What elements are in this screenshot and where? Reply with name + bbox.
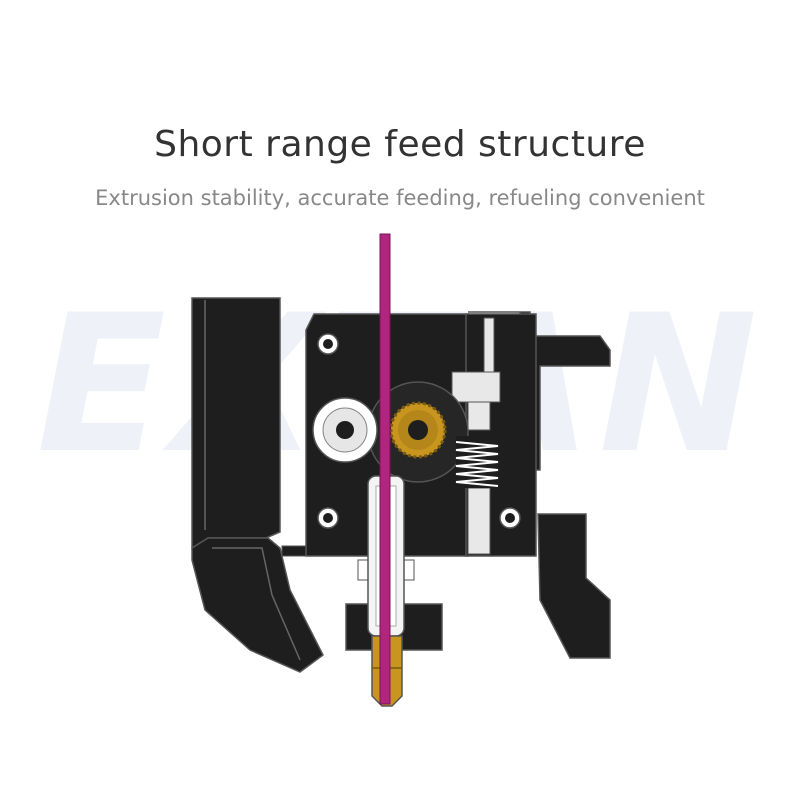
tension-spring-icon xyxy=(455,436,499,488)
filament-line xyxy=(379,233,391,705)
page-title: Short range feed structure xyxy=(154,124,646,165)
drive-gear-icon xyxy=(389,401,447,459)
lever-arm-icon xyxy=(191,297,324,673)
page-subtitle: Extrusion stability, accurate feeding, r… xyxy=(95,186,705,210)
idler-bearing-icon xyxy=(312,397,378,463)
mounting-screw-icon xyxy=(317,333,521,529)
